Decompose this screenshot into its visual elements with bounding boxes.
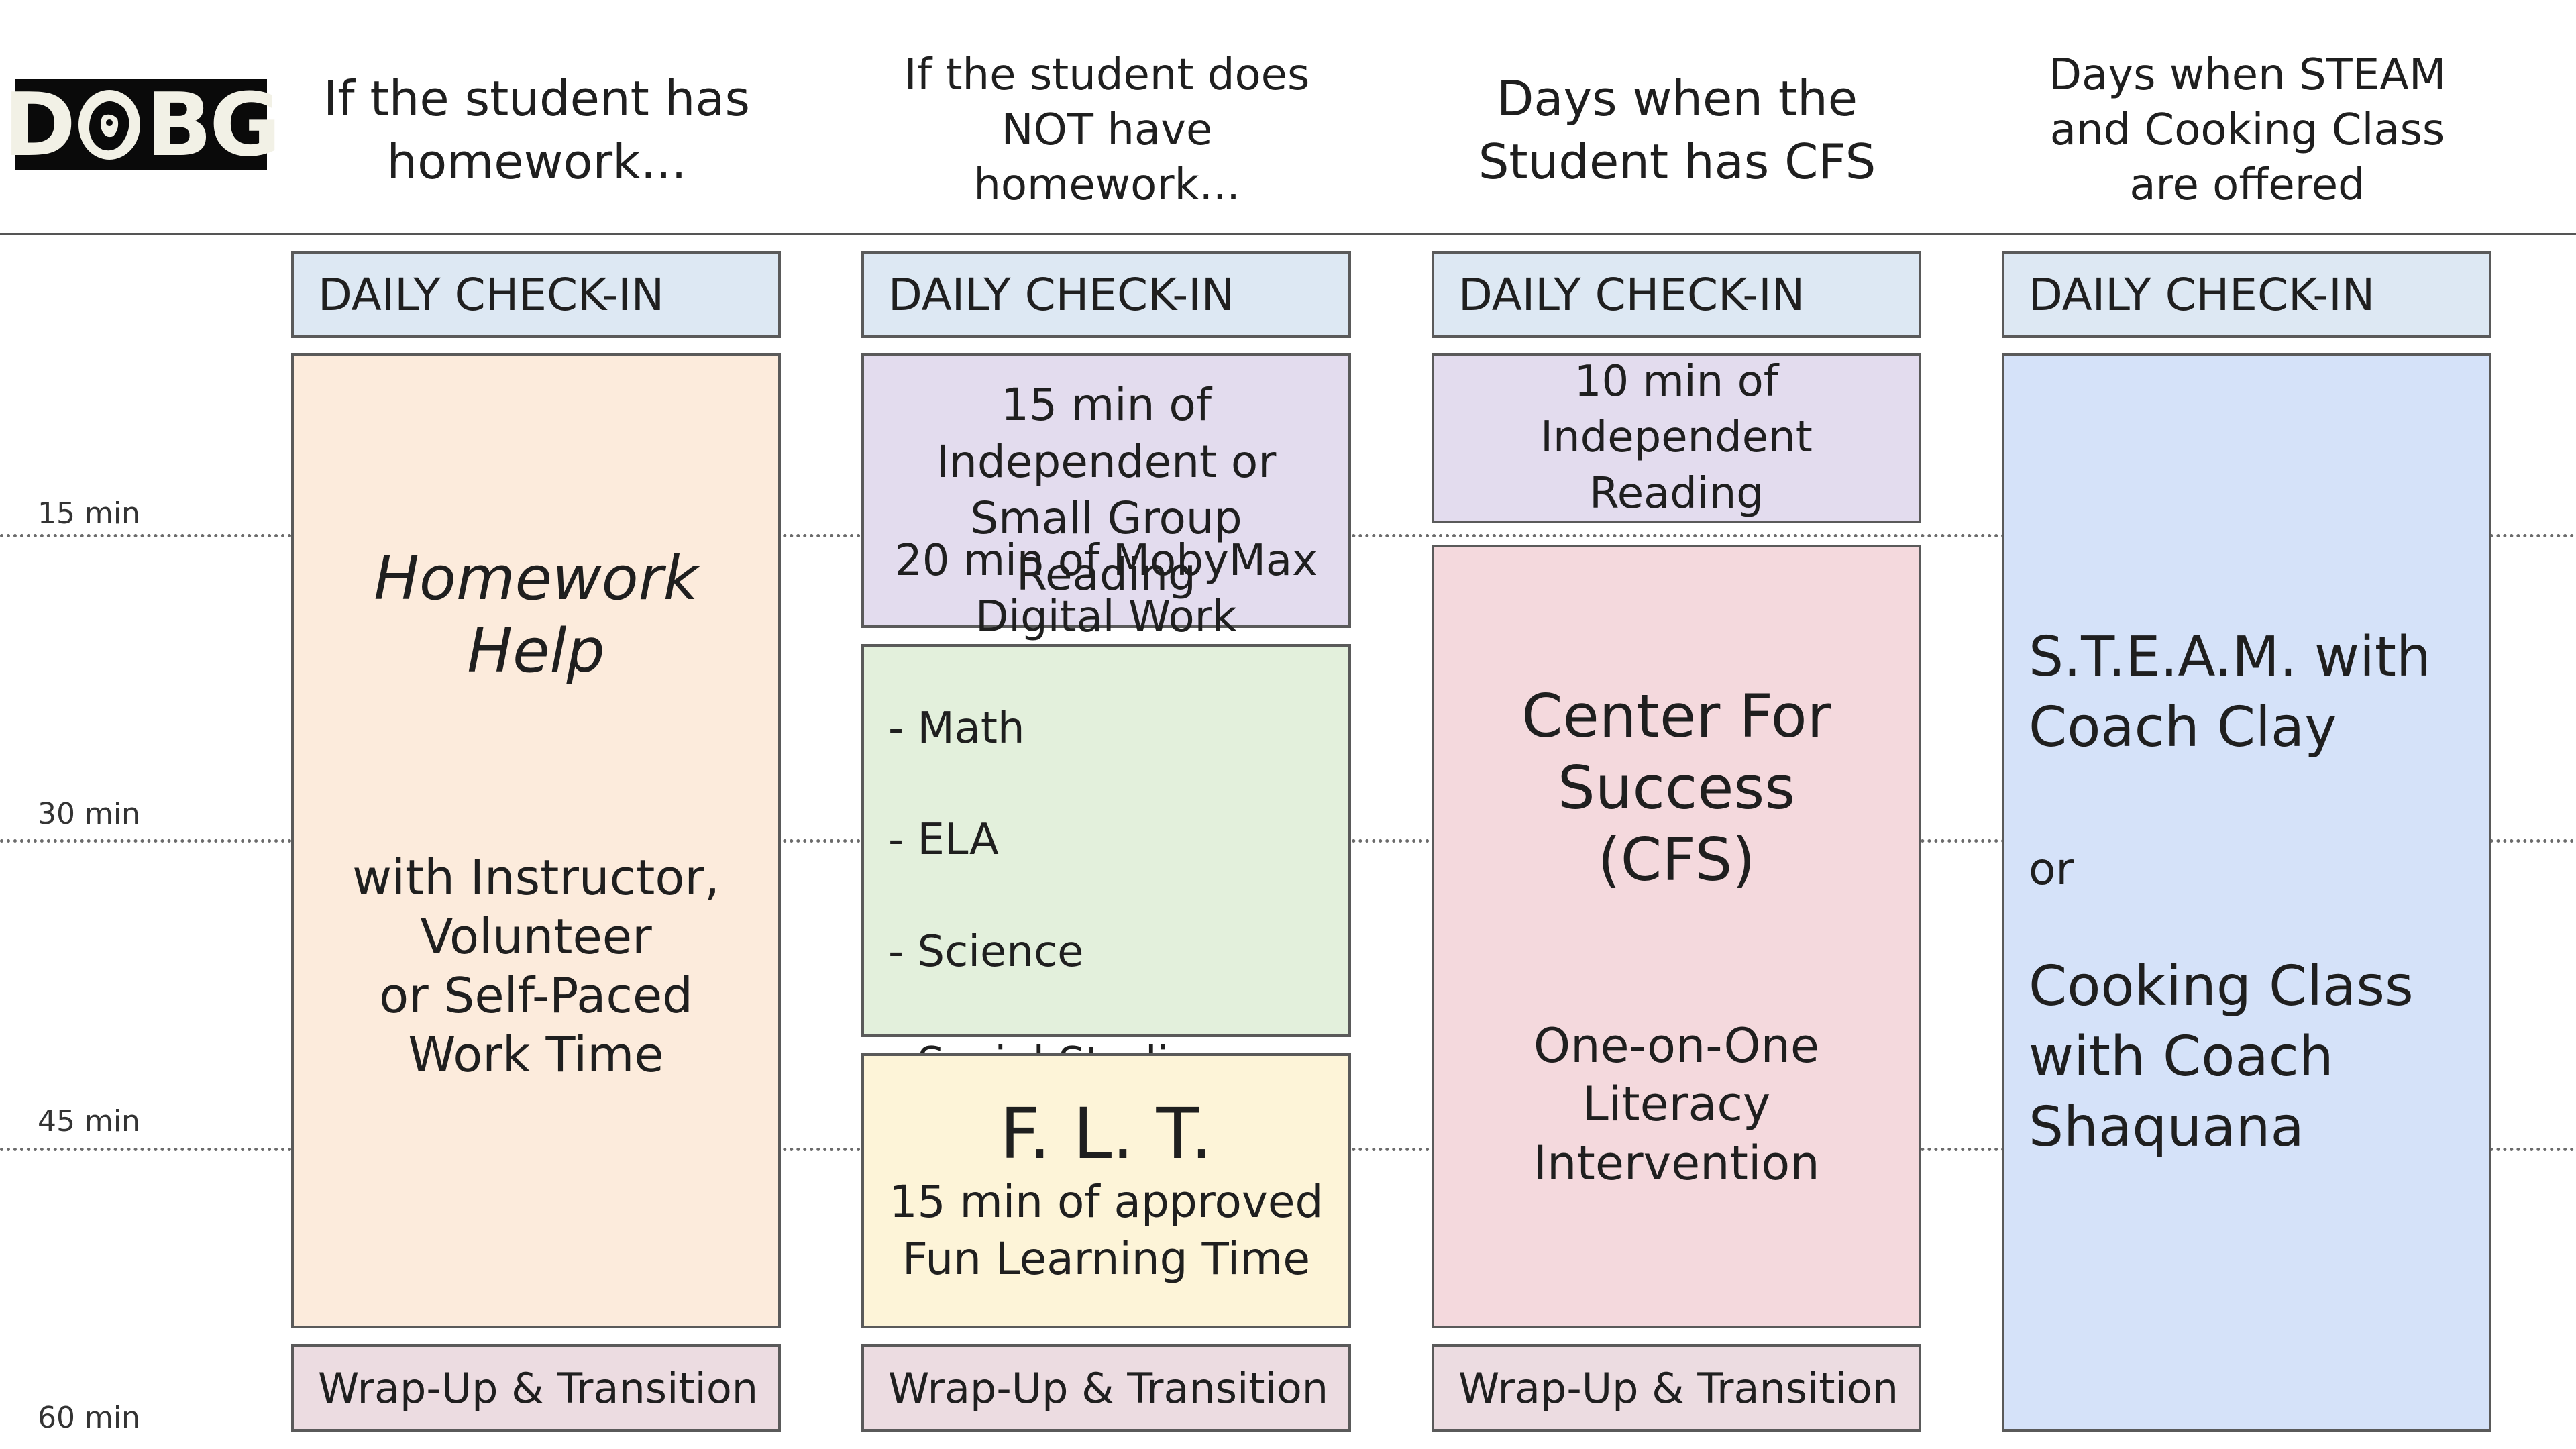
column-heading-steam: Days when STEAM and Cooking Class are of… — [2048, 50, 2447, 210]
homework-help-detail: with Instructor, Volunteer or Self-Paced… — [352, 849, 720, 1083]
homework-help-title: Homework Help — [374, 543, 698, 687]
subject-ela: - ELA — [888, 815, 999, 865]
cfs-block: Center For Success (CFS) One-on-One Lite… — [1432, 545, 1921, 1328]
daily-checkin-steam: DAILY CHECK-IN — [2002, 251, 2491, 338]
cooking-option: Cooking Class with Coach Shaquana — [2029, 955, 2414, 1159]
header-divider — [0, 233, 2576, 235]
steam-option: S.T.E.A.M. with Coach Clay — [2029, 625, 2431, 759]
time-marker-60: 60 min — [38, 1401, 140, 1435]
steam-or: or — [2029, 843, 2074, 895]
mobymax-block: 20 min of MobyMax Digital Work - Math - … — [861, 536, 1351, 1088]
wrap-up-no-homework: Wrap-Up & Transition — [861, 1344, 1351, 1432]
mobymax-title: 20 min of MobyMax Digital Work — [894, 536, 1318, 642]
dbg-logo: D BG — [3, 79, 281, 170]
time-marker-45: 45 min — [38, 1104, 140, 1138]
lion-head-icon — [76, 88, 143, 162]
reading-block-no-homework: 15 min of Independent or Small Group Rea… — [861, 353, 1351, 628]
daily-checkin-homework: DAILY CHECK-IN — [291, 251, 781, 338]
time-marker-30: 30 min — [38, 797, 140, 831]
column-heading-homework: If the student has homework... — [323, 70, 750, 190]
column-heading-no-homework: If the student does NOT have homework... — [904, 50, 1310, 210]
flt-title: F. L. T. — [1000, 1092, 1213, 1175]
logo-letters-bg: BG — [146, 74, 281, 176]
flt-detail: 15 min of approved Fun Learning Time — [889, 1176, 1324, 1285]
column-heading-cfs: Days when the Student has CFS — [1478, 70, 1876, 190]
cfs-title: Center For Success (CFS) — [1521, 681, 1831, 895]
time-marker-15: 15 min — [38, 496, 140, 531]
daily-checkin-cfs: DAILY CHECK-IN — [1432, 251, 1921, 338]
flt-block: F. L. T. 15 min of approved Fun Learning… — [861, 1053, 1351, 1328]
daily-checkin-no-homework: DAILY CHECK-IN — [861, 251, 1351, 338]
subject-math: - Math — [888, 704, 1025, 754]
wrap-up-cfs: Wrap-Up & Transition — [1432, 1344, 1921, 1432]
subject-science: - Science — [888, 926, 1084, 977]
logo-letter-d: D — [3, 74, 76, 176]
reading-block-cfs: 10 min of Independent Reading — [1432, 353, 1921, 523]
homework-help-block: Homework Help with Instructor, Volunteer… — [291, 353, 781, 1328]
steam-cooking-block: S.T.E.A.M. with Coach Clay or Cooking Cl… — [2002, 353, 2491, 1432]
cfs-detail: One-on-One Literacy Intervention — [1533, 1018, 1820, 1191]
wrap-up-homework: Wrap-Up & Transition — [291, 1344, 781, 1432]
